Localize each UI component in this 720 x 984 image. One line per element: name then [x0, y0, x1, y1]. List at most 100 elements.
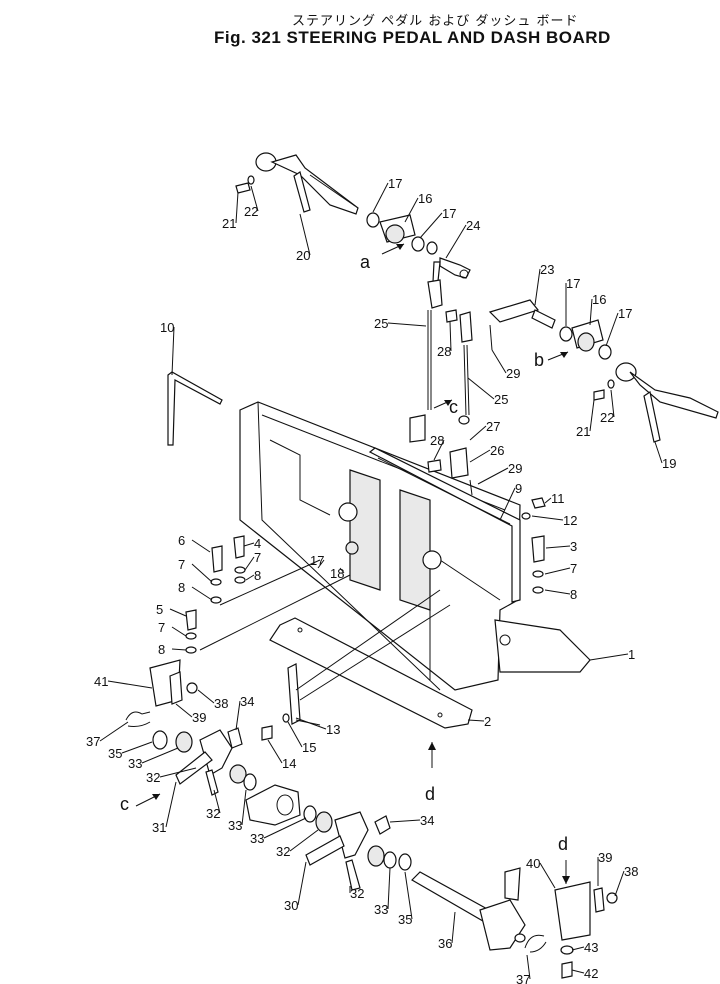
part-callout-number: 42: [584, 966, 598, 981]
callout-leader-line: [491, 349, 507, 374]
part-callout-number: 8: [254, 568, 261, 583]
callout-leader-line: [213, 789, 221, 814]
grease-fitting-34-left: [227, 727, 243, 749]
part-callout-number: 32: [206, 806, 220, 821]
callout-leader-line: [605, 312, 619, 347]
bearing-stack-left: [366, 212, 438, 255]
part-callout-number: 32: [276, 844, 290, 859]
part-callout-number: 15: [302, 740, 316, 755]
reference-letter: d: [425, 784, 435, 804]
part-callout-number: 20: [296, 248, 310, 263]
reference-letter: b: [534, 350, 544, 370]
reference-letter: c: [449, 397, 458, 417]
callout-leader-line: [387, 867, 391, 910]
part-callout-number: 11: [551, 491, 565, 506]
part-callout-number: 40: [526, 856, 540, 871]
part-callout-number: 38: [214, 696, 228, 711]
part-callout-number: 10: [160, 320, 174, 335]
callout-leader-line: [544, 589, 571, 595]
callout-leader-line: [241, 789, 247, 826]
callout-leader-line: [317, 559, 325, 569]
callout-leader-line: [387, 322, 427, 327]
callout-leader-line: [445, 224, 467, 259]
part-callout-number: 32: [350, 886, 364, 901]
part-callout-number: 39: [598, 850, 612, 865]
part-callout-number: 33: [250, 831, 264, 846]
callout-leader-line: [107, 680, 153, 689]
lever-arm-23: [488, 299, 556, 329]
callout-leader-line: [235, 191, 239, 224]
part-callout-number: 17: [566, 276, 580, 291]
callout-leader-line: [372, 182, 389, 213]
part-callout-number: 3: [570, 539, 577, 554]
callout-leader-line: [243, 542, 255, 547]
part-callout-number: 23: [540, 262, 554, 277]
part-callout-number: 30: [284, 898, 298, 913]
callout-leader-line: [263, 817, 307, 839]
part-callout-number: 22: [244, 204, 258, 219]
reference-letter: a: [360, 252, 371, 272]
part-callout-number: 16: [592, 292, 606, 307]
part-callout-number: 29: [506, 366, 520, 381]
part-callout-number: 5: [156, 602, 163, 617]
reference-arrows: [135, 243, 570, 884]
part-callout-number: 43: [584, 940, 598, 955]
callout-leader-line: [404, 871, 413, 920]
part-callout-number: 19: [662, 456, 676, 471]
callout-leader-line: [571, 969, 585, 974]
callout-leader-line: [250, 185, 259, 212]
callout-leader-line: [614, 870, 625, 897]
part-callout-number: 17: [618, 306, 632, 321]
callout-leader-line: [544, 567, 571, 575]
callout-leader-line: [197, 689, 215, 704]
part-callout-number: 2: [484, 714, 491, 729]
u-bolt-37-left: [125, 711, 151, 727]
part-callout-number: 17: [442, 206, 456, 221]
part-callout-number: 35: [398, 912, 412, 927]
part-callout-number: 25: [494, 392, 508, 407]
callout-leader-line: [545, 545, 571, 549]
figure-title: Fig. 321 STEERING PEDAL AND DASH BOARD: [214, 28, 611, 47]
part-callout-number: 38: [624, 864, 638, 879]
u-bolt-37-right: [524, 934, 547, 953]
callout-leader-line: [589, 653, 629, 661]
callout-leader-line: [171, 626, 187, 637]
lower-plate: [269, 617, 473, 729]
bracket-41: [149, 659, 198, 707]
part-callout-number: 37: [86, 734, 100, 749]
part-callout-number: 41: [94, 674, 108, 689]
callout-leader-line: [467, 719, 485, 722]
callout-leader-line: [469, 449, 491, 463]
part-callout-number: 8: [158, 642, 165, 657]
callout-leader-line: [610, 389, 615, 418]
part-callout-number: 8: [570, 587, 577, 602]
callout-leader-line: [267, 739, 283, 764]
callout-leader-line: [544, 497, 552, 504]
callout-leader-line: [654, 441, 663, 464]
part-callout-number: 33: [228, 818, 242, 833]
callout-leader-line: [469, 425, 487, 441]
part-callout-number: 29: [508, 461, 522, 476]
callout-leader-line: [477, 467, 509, 485]
part-callout-number: 31: [152, 820, 166, 835]
callout-leader-line: [289, 829, 319, 852]
part-callout-number: 37: [516, 972, 530, 984]
part-callout-number: 17: [388, 176, 402, 191]
shaft-36: [411, 867, 526, 951]
callout-leader-line: [297, 861, 307, 906]
callout-leader-line: [99, 721, 129, 742]
callout-leader-line: [339, 567, 345, 574]
part-callout-number: 16: [418, 191, 432, 206]
callout-leader-line: [121, 741, 153, 754]
callout-leader-line: [171, 648, 187, 651]
part-callout-number: 7: [254, 550, 261, 565]
part-callout-number: 4: [254, 536, 261, 551]
assembly-guide-lines: [199, 559, 451, 701]
callout-leader-line: [169, 608, 187, 617]
callout-leader-line: [171, 326, 175, 376]
callout-leader-line: [433, 439, 445, 461]
part-callout-number: 26: [490, 443, 504, 458]
bolt-21-right: [593, 379, 615, 401]
callout-leader-line: [526, 954, 531, 980]
